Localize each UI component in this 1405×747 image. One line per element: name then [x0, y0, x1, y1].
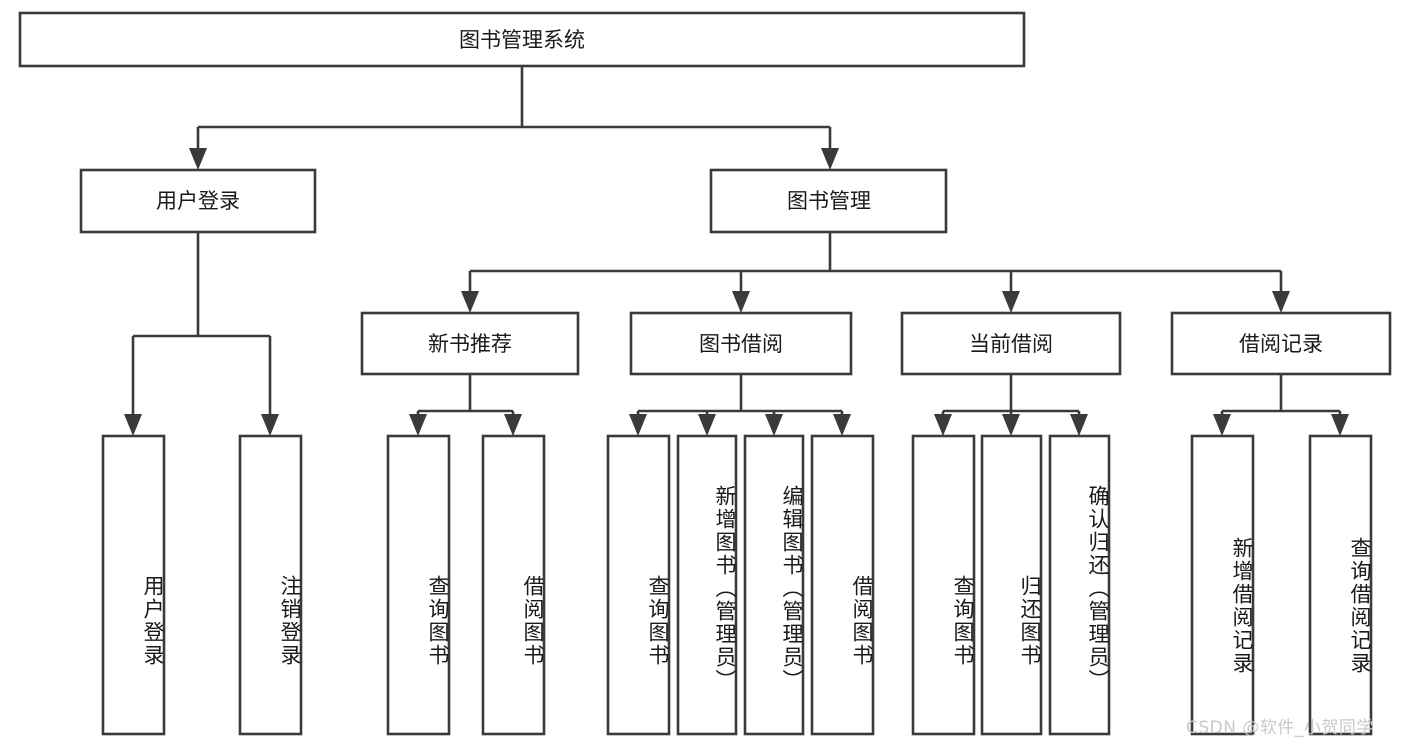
- leaf-box-query-book-2[interactable]: [606, 434, 671, 736]
- node-user-login-box[interactable]: [79, 168, 317, 234]
- node-current-borrow-label: 当前借阅: [969, 332, 1053, 356]
- node-book-manage-label: 图书管理: [787, 189, 871, 213]
- arrow-borrowrecord-to-leaf2: [1331, 414, 1349, 436]
- node-root[interactable]: 图书管理系统: [18, 11, 1026, 68]
- arrow-bookborrow-to-leaf1: [629, 414, 647, 436]
- node-book-manage[interactable]: 图书管理: [709, 168, 948, 234]
- node-root-box[interactable]: [18, 11, 1026, 68]
- leaf-box-query-book-3[interactable]: [911, 434, 976, 736]
- node-borrow-record-label: 借阅记录: [1239, 332, 1323, 356]
- leaf-box-add-book[interactable]: [676, 434, 738, 736]
- arrow-bookmanage-to-currentborrow: [1002, 291, 1020, 313]
- leaf-box-borrow-book-2[interactable]: [810, 434, 875, 736]
- node-book-borrow-label: 图书借阅: [699, 332, 783, 356]
- watermark-text: CSDN @软件_小贺同学: [1186, 718, 1374, 738]
- leaf-box-add-record[interactable]: [1190, 434, 1255, 736]
- node-book-borrow[interactable]: 图书借阅: [629, 311, 853, 376]
- leaf-box-group: [101, 434, 1373, 736]
- node-current-borrow[interactable]: 当前借阅: [900, 311, 1122, 376]
- arrow-newbook-to-leaf2: [504, 414, 522, 436]
- leaf-box-query-book-1[interactable]: [386, 434, 451, 736]
- connector-group: [124, 66, 1349, 436]
- node-borrow-record-box[interactable]: [1170, 311, 1392, 376]
- node-new-book-rec-box[interactable]: [360, 311, 580, 376]
- arrow-userlogin-to-leaf1: [124, 414, 142, 436]
- arrow-userlogin-to-leaf2: [261, 414, 279, 436]
- leaf-box-query-record[interactable]: [1308, 434, 1373, 736]
- node-user-login-label: 用户登录: [156, 189, 240, 213]
- arrow-currentborrow-to-leaf3: [1070, 414, 1088, 436]
- leaf-box-user-login[interactable]: [101, 434, 166, 736]
- node-new-book-rec[interactable]: 新书推荐: [360, 311, 580, 376]
- arrow-currentborrow-to-leaf2: [1002, 414, 1020, 436]
- arrow-root-to-book-manage: [821, 148, 839, 170]
- arrow-currentborrow-to-leaf1: [934, 414, 952, 436]
- node-user-login[interactable]: 用户登录: [79, 168, 317, 234]
- arrow-bookborrow-to-leaf2: [698, 414, 716, 436]
- node-root-label: 图书管理系统: [459, 28, 585, 52]
- leaf-box-borrow-book-1[interactable]: [481, 434, 546, 736]
- leaf-box-logout[interactable]: [238, 434, 303, 736]
- arrow-bookmanage-to-bookborrow: [732, 291, 750, 313]
- arrow-bookmanage-to-newbook: [461, 291, 479, 313]
- node-book-borrow-box[interactable]: [629, 311, 853, 376]
- node-new-book-rec-label: 新书推荐: [428, 332, 512, 356]
- arrow-bookborrow-to-leaf3: [765, 414, 783, 436]
- node-borrow-record[interactable]: 借阅记录: [1170, 311, 1392, 376]
- node-book-manage-box[interactable]: [709, 168, 948, 234]
- node-current-borrow-box[interactable]: [900, 311, 1122, 376]
- leaf-box-edit-book[interactable]: [743, 434, 805, 736]
- arrow-bookborrow-to-leaf4: [833, 414, 851, 436]
- arrow-newbook-to-leaf1: [409, 414, 427, 436]
- arrow-borrowrecord-to-leaf1: [1213, 414, 1231, 436]
- arrow-root-to-user-login: [189, 148, 207, 170]
- leaf-box-return-book[interactable]: [980, 434, 1043, 736]
- leaf-box-confirm-return[interactable]: [1048, 434, 1111, 736]
- arrow-bookmanage-to-borrowrecord: [1272, 291, 1290, 313]
